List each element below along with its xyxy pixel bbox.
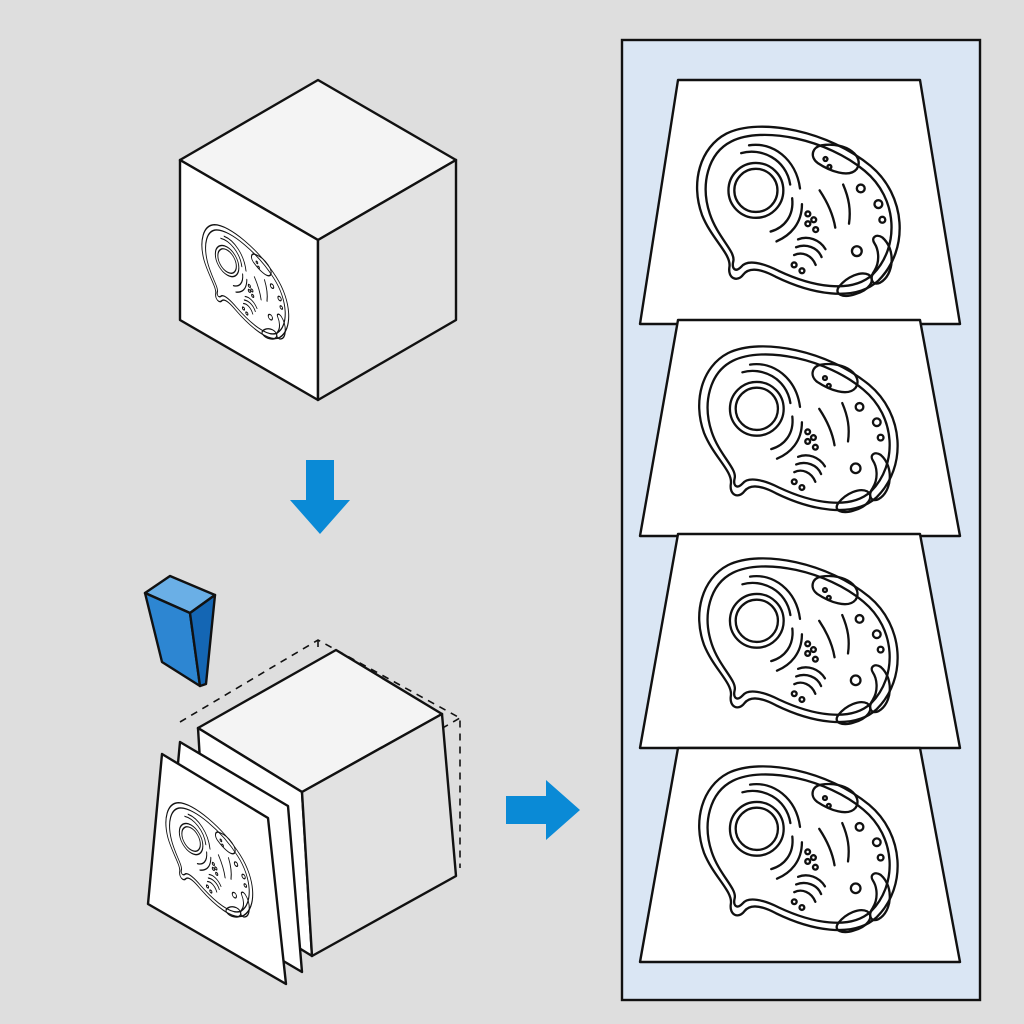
section-sheet [638,78,962,326]
right-arrow-icon [506,780,580,840]
block-side [300,712,458,958]
section-1 [638,78,962,326]
blade-right [188,593,217,688]
section-3 [638,532,962,750]
microtome-blade-icon [143,574,217,688]
cell-block [178,78,458,402]
section-sheet [638,532,962,750]
section-2 [638,318,962,538]
original-block-outline [179,639,461,868]
section-4 [638,746,962,964]
sections-panel [620,38,982,1002]
sliced-block [146,639,461,986]
down-arrow-icon [290,460,350,534]
cell-block-side [316,158,458,402]
